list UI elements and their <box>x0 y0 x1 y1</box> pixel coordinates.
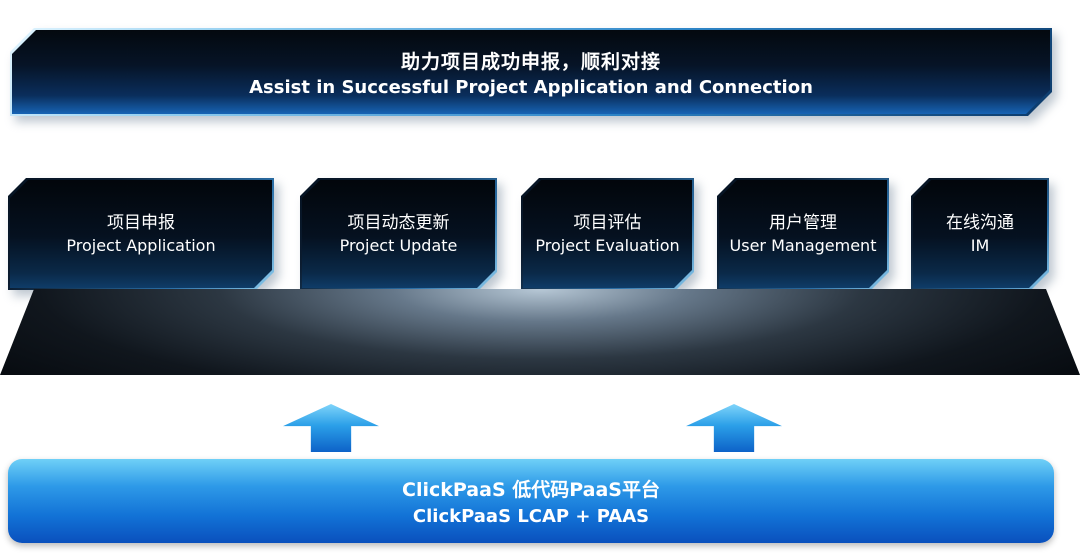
module-title-zh: 在线沟通 <box>946 212 1014 233</box>
module-card-edge: 在线沟通 IM <box>911 178 1049 290</box>
module-card-face: 项目动态更新 Project Update <box>302 180 495 288</box>
module-title-en: IM <box>970 235 990 255</box>
module-card-face: 项目评估 Project Evaluation <box>523 180 692 288</box>
module-title-en: Project Update <box>339 235 458 255</box>
platform-bar: ClickPaaS 低代码PaaS平台 ClickPaaS LCAP + PAA… <box>8 459 1054 543</box>
module-title-en: User Management <box>729 235 877 255</box>
platform-bar-title-zh: ClickPaaS 低代码PaaS平台 <box>402 479 660 501</box>
module-card-edge: 项目评估 Project Evaluation <box>521 178 694 290</box>
module-title-en: Project Application <box>66 235 216 255</box>
module-title-zh: 项目评估 <box>573 212 642 233</box>
up-arrow-icon <box>686 404 782 452</box>
top-banner-face: 助力项目成功申报，顺利对接 Assist in Successful Proje… <box>12 30 1050 114</box>
platform-perspective-base <box>0 289 1080 375</box>
top-banner: 助力项目成功申报，顺利对接 Assist in Successful Proje… <box>10 28 1052 116</box>
module-card-edge: 项目申报 Project Application <box>8 178 274 290</box>
up-arrow-icon <box>283 404 379 452</box>
module-card-user-management: 用户管理 User Management <box>717 178 889 290</box>
banner-title-zh: 助力项目成功申报，顺利对接 <box>400 50 661 73</box>
module-card-project-evaluation: 项目评估 Project Evaluation <box>521 178 694 290</box>
module-title-zh: 项目动态更新 <box>347 212 450 233</box>
module-card-im: 在线沟通 IM <box>911 178 1049 290</box>
top-banner-edge: 助力项目成功申报，顺利对接 Assist in Successful Proje… <box>10 28 1052 116</box>
module-card-face: 在线沟通 IM <box>913 180 1047 288</box>
module-card-face: 用户管理 User Management <box>719 180 887 288</box>
module-card-face: 项目申报 Project Application <box>10 180 272 288</box>
module-card-project-application: 项目申报 Project Application <box>8 178 274 290</box>
module-title-zh: 项目申报 <box>107 212 175 233</box>
banner-title-en: Assist in Successful Project Application… <box>249 76 813 98</box>
module-card-project-update: 项目动态更新 Project Update <box>300 178 497 290</box>
module-title-zh: 用户管理 <box>769 212 837 233</box>
module-title-en: Project Evaluation <box>535 235 680 255</box>
module-card-edge: 用户管理 User Management <box>717 178 889 290</box>
platform-bar-title-en: ClickPaaS LCAP + PAAS <box>412 506 650 527</box>
module-card-edge: 项目动态更新 Project Update <box>300 178 497 290</box>
